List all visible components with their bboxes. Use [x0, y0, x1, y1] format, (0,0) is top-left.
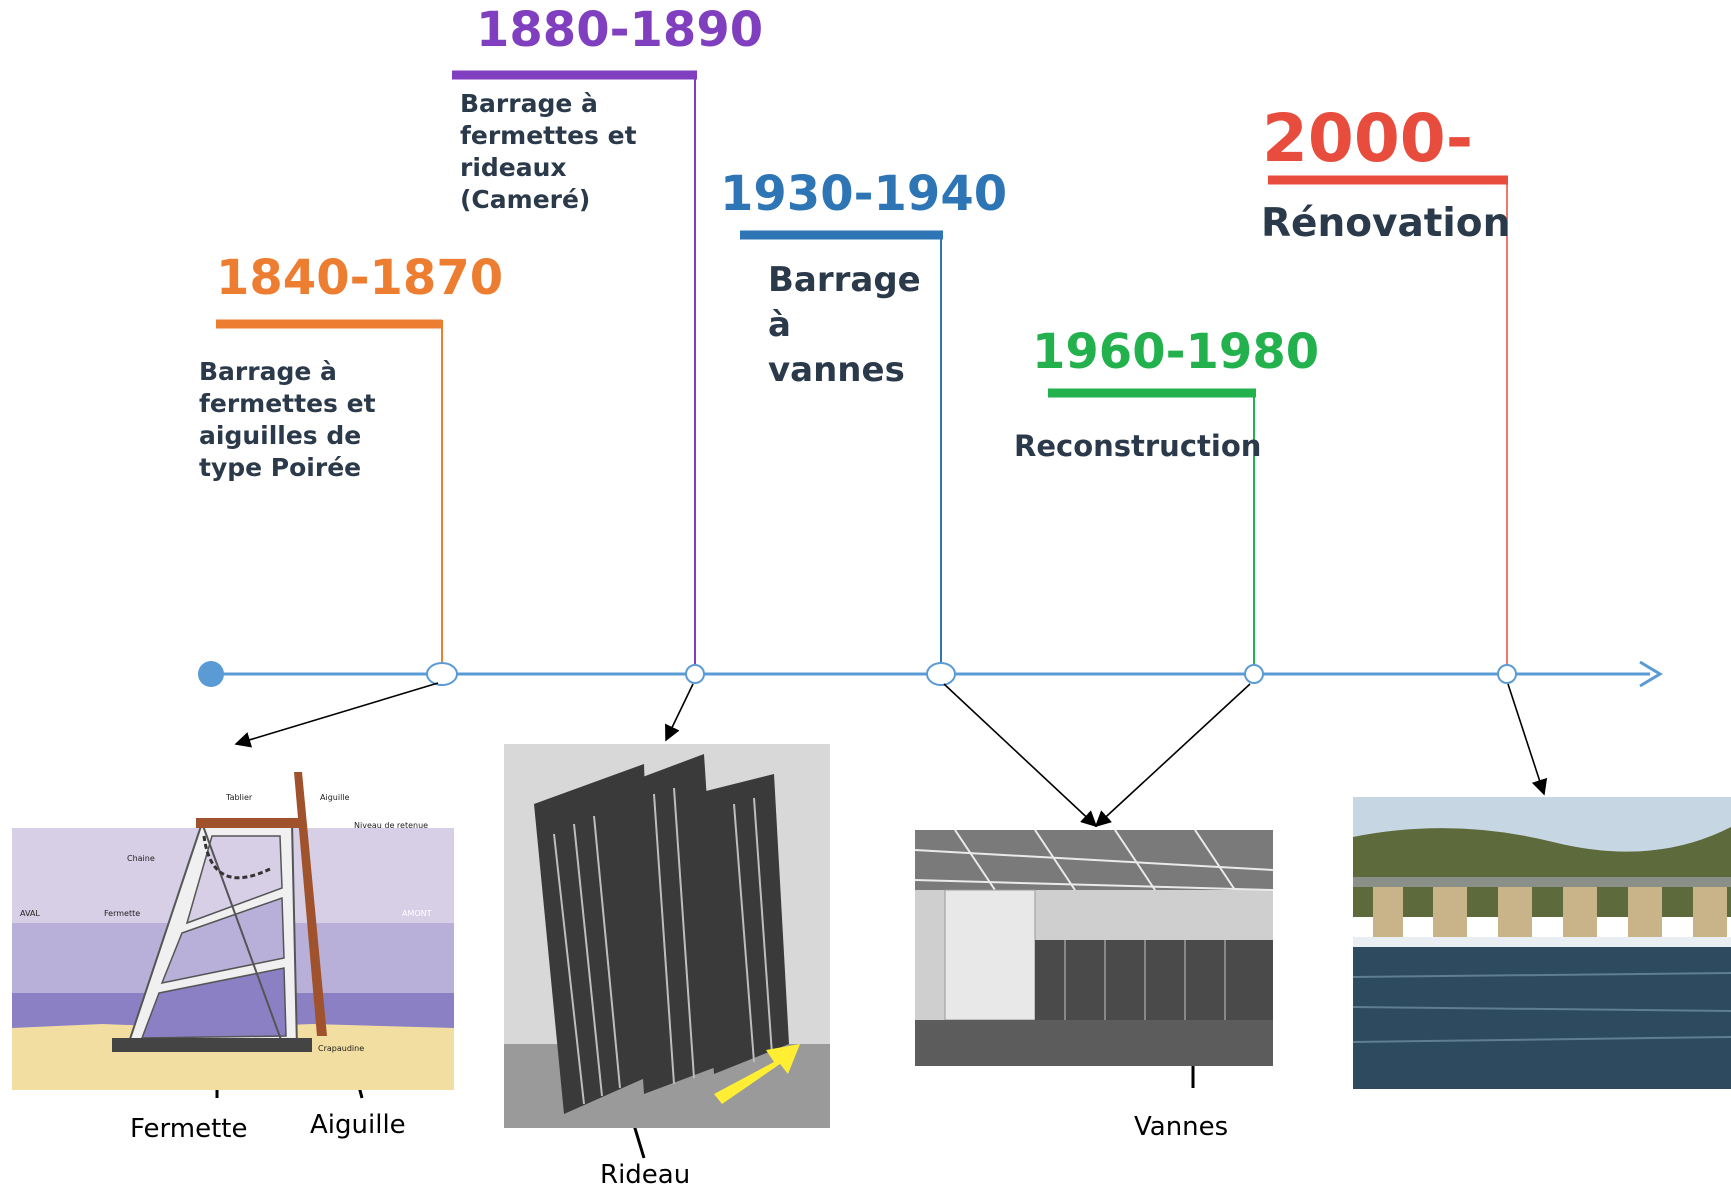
- timeline-arrowhead: [1639, 660, 1663, 688]
- diagram-label-fermette: Fermette: [104, 909, 140, 918]
- period-1880-marker: [452, 70, 705, 684]
- caption-aiguille: Aiguille: [310, 1110, 406, 1140]
- period-year-1840: 1840-1870: [216, 250, 504, 306]
- caption-rideau: Rideau: [600, 1160, 691, 1190]
- diagram-label-aiguille: Aiguille: [320, 793, 350, 802]
- timeline-start-dot: [198, 661, 224, 687]
- diagram-label-amont: AMONT: [402, 909, 432, 918]
- caption-vannes: Vannes: [1134, 1112, 1229, 1142]
- rideau-photo: [504, 744, 830, 1128]
- period-desc-1960: Reconstruction: [1014, 429, 1262, 463]
- period-year-1880: 1880-1890: [476, 2, 764, 58]
- period-desc-1930: Barrage à vannes: [768, 260, 921, 390]
- connector-1930: [943, 683, 1098, 828]
- period-year-2000: 2000-: [1262, 100, 1474, 177]
- connector-2000: [1507, 683, 1548, 796]
- period-year-1960: 1960-1980: [1032, 324, 1320, 380]
- period-1960-marker: [1048, 388, 1264, 684]
- period-year-1930: 1930-1940: [720, 166, 1008, 222]
- diagram-label-aval: AVAL: [20, 909, 40, 918]
- period-1930-marker: [740, 230, 956, 686]
- period-2000-marker: [1268, 175, 1517, 684]
- renovated-dam-photo: [1353, 797, 1731, 1089]
- period-1840-marker: [216, 319, 458, 686]
- diagram-label-tablier: Tablier: [225, 793, 253, 802]
- connector-1880: [665, 683, 694, 742]
- period-desc-1880: Barrage à fermettes et rideaux (Cameré): [460, 89, 637, 214]
- period-desc-2000: Rénovation: [1261, 201, 1511, 246]
- diagram-label-crapaudine: Crapaudine: [318, 1044, 364, 1053]
- diagram-label-niveau: Niveau de retenue: [354, 821, 428, 830]
- caption-fermette: Fermette: [130, 1114, 248, 1144]
- fermette-aiguille-diagram: Tablier Aiguille Niveau de retenue Chain…: [12, 748, 454, 1090]
- period-desc-1840: Barrage à fermettes et aiguilles de type…: [199, 357, 376, 482]
- connector-1960: [1094, 683, 1251, 828]
- vannes-photo: [915, 830, 1273, 1066]
- connector-1840: [234, 682, 439, 748]
- diagram-label-chaine: Chaine: [127, 854, 155, 863]
